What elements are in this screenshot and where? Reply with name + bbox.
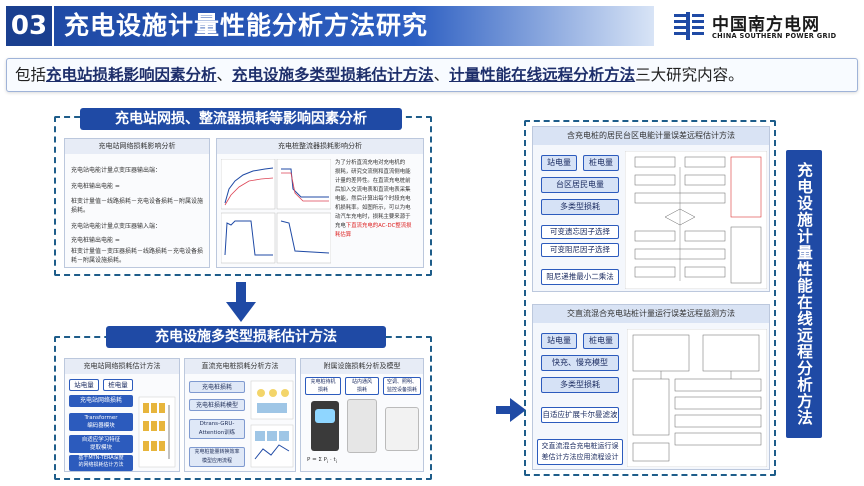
section3-top-panel: 含充电桩的居民台区电能计量误差远程估计方法 站电量 桩电量 台区居民电量 多类型… — [532, 126, 770, 292]
section3-vertical-title: 充电设施计量性能在线远程分析方法 — [786, 150, 822, 438]
section2-panel-2: 直流充电桩损耗分析方法 充电桩损耗 充电桩损耗模型 Dtrans-GRU- At… — [184, 358, 296, 472]
aux-device-image — [385, 407, 419, 451]
section1-right-text-7: 动汽车充电时，损耗主要来源于 — [335, 213, 423, 222]
step-pile-loss: 充电桩损耗 — [189, 381, 245, 393]
top-flowchart-diagram — [625, 151, 767, 289]
section1-left-line-1: 充电站电能计量点变压器输出端： — [71, 165, 161, 174]
rectifier-loss-charts — [221, 159, 331, 265]
section1-left-line-5: 充电桩输出电能 = — [71, 235, 120, 244]
step-damped-rls: 阻尼递推最小二乘法 — [541, 269, 619, 285]
company-logo: 中国南方电网 CHINA SOUTHERN POWER GRID — [670, 8, 860, 46]
step-mtn-estimate: 基于MTN-TERA深度 的网络损耗估计方法 — [69, 455, 133, 471]
intro-banner: 包括充电站损耗影响因素分析、充电设施多类型损耗估计方法、计量性能在线远程分析方法… — [6, 58, 858, 92]
section1-right-text-2: 损耗，研究交流侧和直流侧电能 — [335, 168, 423, 177]
section1-right-text-4: 后加入交流电表和直流电表采集 — [335, 186, 423, 195]
tag-pile-energy: 桩电量 — [103, 379, 133, 391]
section1-title: 充电站网损、整流器损耗等影响因素分析 — [80, 108, 402, 130]
section2-panel-2-title: 直流充电桩损耗分析方法 — [185, 359, 295, 374]
section1-right-text-6: 机损耗率。如图所示，可以为电 — [335, 204, 423, 213]
page-title: 充电设施计量性能分析方法研究 — [54, 6, 654, 46]
step-variable-damping: 可变阻尼因子选择 — [541, 243, 619, 257]
tag-ventilation-loss: 站内通风 损耗 — [345, 377, 379, 395]
tag-bottom-multi-loss: 多类型损耗 — [541, 377, 619, 393]
section2-panel-1: 充电站网络损耗估计方法 站电量 桩电量 充电站网络损耗 Transformer … — [64, 358, 180, 472]
ventilation-device-image — [347, 399, 377, 453]
section1-right-text-5: 电能，然后计算出每个时段充电 — [335, 195, 423, 204]
section1-left-panel: 充电站网络损耗影响分析 充电站电能计量点变压器输出端： 充电桩输出电能 = 桩变… — [64, 138, 210, 268]
section1-right-text-8-group: 充电下直流充电的AC-DC整流损 — [335, 222, 423, 231]
intro-item-3: 计量性能在线远程分析方法 — [449, 66, 635, 84]
section1-left-panel-title: 充电站网络损耗影响分析 — [65, 139, 209, 154]
section3-top-title: 含充电桩的居民台区电能计量误差远程估计方法 — [533, 127, 769, 145]
tag-bottom-station-energy: 站电量 — [541, 333, 577, 349]
section-number: 03 — [6, 6, 52, 46]
step-variable-forgetting: 可变遗忘因子选择 — [541, 225, 619, 239]
section1-left-line-2: 充电桩输出电能 = — [71, 181, 120, 190]
section3-bottom-panel: 交直流混合充电站桩计量运行误差远程监测方法 站电量 桩电量 快充、慢充模型 多类… — [532, 304, 770, 470]
section2-panel-3: 附属设施损耗分析及模型 充电桩待机 损耗 站内通风 损耗 空调、照明、 监控设备… — [300, 358, 424, 472]
section1-right-text-1: 为了分析直流充电对充电机的 — [335, 159, 423, 168]
pile-circuit-diagram-icon — [249, 379, 295, 469]
section1-right-text-10: 耗估算 — [335, 231, 423, 240]
tag-resident-energy: 台区居民电量 — [541, 177, 619, 193]
intro-item-2: 充电设施多类型损耗估计方法 — [232, 66, 434, 84]
tag-top-station-energy: 站电量 — [541, 155, 577, 171]
bottom-flowchart-diagram — [627, 329, 767, 467]
section2-panel-1-title: 充电站网络损耗估计方法 — [65, 359, 179, 374]
section2-panel-3-title: 附属设施损耗分析及模型 — [301, 359, 423, 374]
section1-left-line-6: 桩变计量值－变压器损耗－线路损耗－充电设备损耗－附属设施损耗。 — [71, 247, 207, 265]
tag-standby-loss: 充电桩待机 损耗 — [305, 377, 341, 395]
charger-screen — [315, 409, 335, 423]
section1-right-text-3: 计量的差异性。在直流充电桩前 — [335, 177, 423, 186]
logo-english-name: CHINA SOUTHERN POWER GRID — [712, 32, 836, 40]
tag-aux-equipment-loss: 空调、照明、 监控设备损耗 — [383, 377, 421, 395]
intro-item-1: 充电站损耗影响因素分析 — [46, 66, 217, 84]
tag-top-multi-loss: 多类型损耗 — [541, 199, 619, 215]
arrow-down-icon — [226, 282, 256, 322]
intro-sep-1: 、 — [217, 66, 233, 84]
step-network-loss: 充电站网络损耗 — [69, 395, 133, 407]
step-hybrid-error-estimation: 交直流混合充电桩运行误差估计方法应用流程设计 — [537, 439, 623, 465]
section1-right-panel-title: 充电桩整流器损耗影响分析 — [217, 139, 423, 154]
section3-bottom-title: 交直流混合充电站桩计量运行误差远程监测方法 — [533, 305, 769, 323]
tag-bottom-pile-energy: 桩电量 — [583, 333, 619, 349]
step-adaptive-feature: 自适应学习特征 提取模块 — [69, 435, 133, 453]
section2-title: 充电设施多类型损耗估计方法 — [106, 326, 386, 348]
section1-left-line-3: 桩变计量值－线路损耗－充电设备损耗－附属设施损耗。 — [71, 197, 207, 215]
network-diagram-icon — [137, 395, 177, 469]
arrow-right-icon — [496, 398, 526, 422]
section1-right-panel: 充电桩整流器损耗影响分析 为了分析直流充电对充电机的 损耗，研究交流侧和直流侧电… — [216, 138, 424, 268]
loss-formula: P = Σ Pi · ti — [307, 457, 337, 465]
section1-right-text: 为了分析直流充电对充电机的 损耗，研究交流侧和直流侧电能 计量的差异性。在直流充… — [335, 159, 423, 240]
intro-sep-2: 、 — [434, 66, 450, 84]
section1-right-text-9: 下直流充电的AC-DC整流损 — [346, 223, 412, 229]
intro-prefix: 包括 — [15, 66, 46, 84]
section1-left-line-4: 充电站电能计量点变压器输入端： — [71, 221, 161, 230]
step-adaptive-ekf: 自适应扩展卡尔曼滤波 — [541, 407, 619, 423]
tag-fast-slow-model: 快充、慢充模型 — [541, 355, 619, 371]
step-dtrans-gru: Dtrans-GRU- Attention训练 — [189, 419, 245, 439]
header: 03 充电设施计量性能分析方法研究 中国南方电网 CHINA SOUTHERN … — [0, 0, 864, 52]
intro-suffix: 三大研究内容。 — [635, 66, 744, 84]
csg-logo-icon — [672, 12, 706, 42]
step-pile-loss-model: 充电桩损耗模型 — [189, 399, 245, 411]
step-efficiency-model: 充电桩能量转换效率 模型应用流程 — [189, 447, 245, 467]
tag-station-energy: 站电量 — [69, 379, 99, 391]
section1-right-text-8: 充电 — [335, 223, 346, 229]
step-transformer-encoder: Transformer 编码器模块 — [69, 413, 133, 431]
tag-top-pile-energy: 桩电量 — [583, 155, 619, 171]
